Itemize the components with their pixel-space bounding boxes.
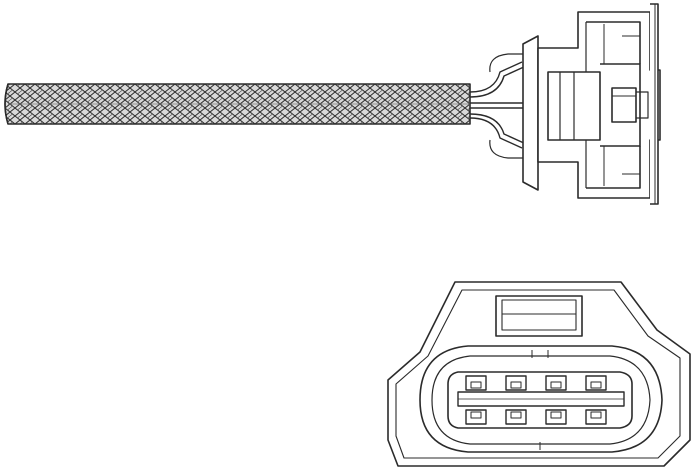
lead-wires [469,53,528,159]
pin-contact [470,381,482,389]
pin-contact [510,411,522,419]
pin-contact [550,411,562,419]
braided-sleeve [4,83,471,125]
pin-contact [510,381,522,389]
pin-contact [590,411,602,419]
pin-contact [470,411,482,419]
connector-housing [522,3,661,205]
pin-contact [590,381,602,389]
side-view [4,3,661,205]
latch-tab [495,295,583,337]
face-view [387,281,691,467]
pin-cavities [465,375,607,425]
locking-latch [611,87,649,123]
pin-contact [550,381,562,389]
